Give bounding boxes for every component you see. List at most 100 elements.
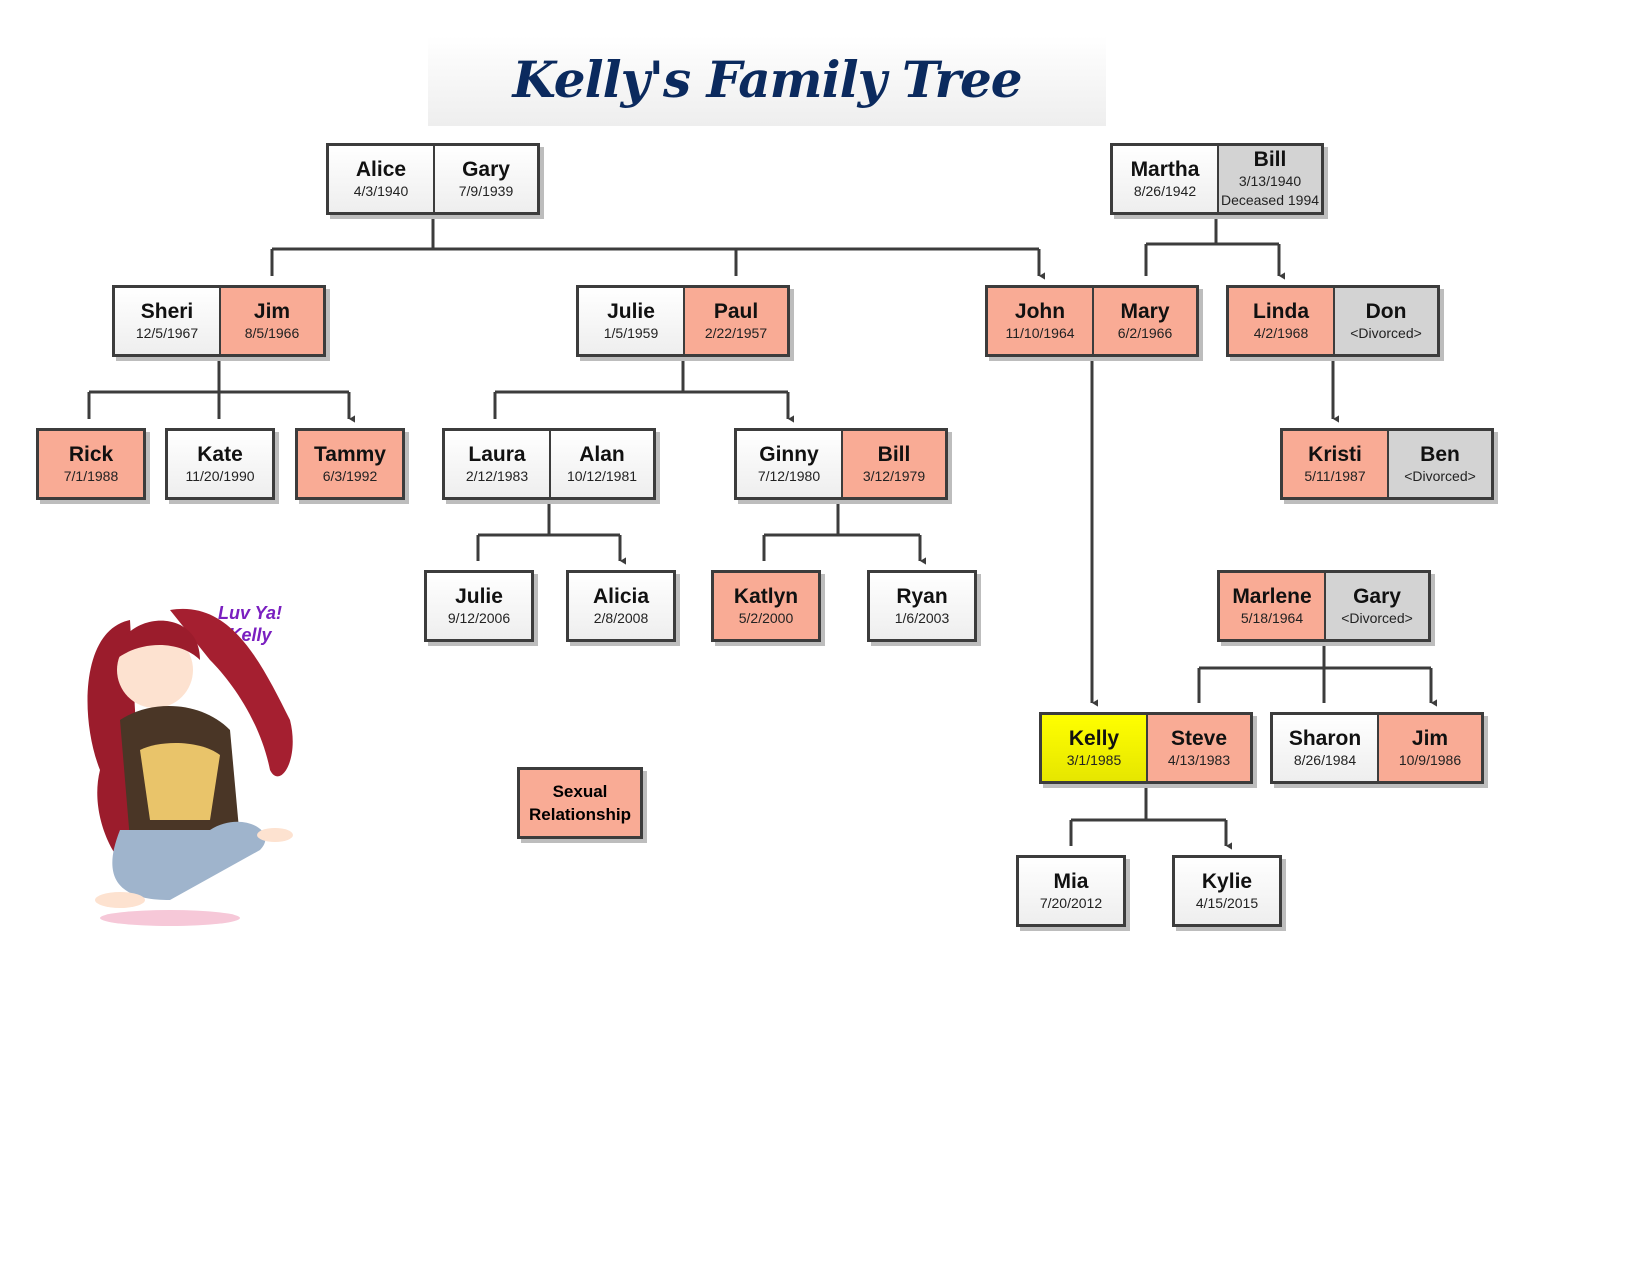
person-name: Sharon: [1288, 726, 1362, 750]
person-note: Deceased 1994: [1220, 192, 1320, 208]
person-date: 3/12/1979: [862, 467, 926, 484]
person-name: Marlene: [1232, 584, 1312, 608]
person-name: Tammy: [314, 442, 386, 466]
person-name: Julie: [607, 299, 655, 323]
person-date: 2/12/1983: [465, 467, 529, 484]
person-name: Alan: [579, 442, 625, 466]
person-date: 4/2/1968: [1253, 324, 1309, 341]
person-name: Jim: [1411, 726, 1449, 750]
person-date: 8/26/1984: [1293, 751, 1357, 768]
person-date: 8/26/1942: [1133, 182, 1197, 199]
legend-line2: Relationship: [528, 805, 631, 824]
person-name: Rick: [68, 442, 114, 466]
person-date: 8/5/1966: [244, 324, 300, 341]
person-name: Gary: [462, 157, 510, 181]
person-date: 4/15/2015: [1195, 894, 1259, 911]
person-date: 10/9/1986: [1398, 751, 1462, 768]
person-name: Katlyn: [733, 584, 799, 608]
person-date: 6/3/1992: [322, 467, 378, 484]
person-date: 7/20/2012: [1039, 894, 1103, 911]
person-date: 6/2/1966: [1117, 324, 1173, 341]
person-ben: Ben<Divorced>: [1387, 431, 1491, 497]
person-date: 5/11/1987: [1304, 467, 1366, 484]
person-date: 2/22/1957: [704, 324, 768, 341]
person-name: Jim: [253, 299, 291, 323]
person-name: John: [1014, 299, 1066, 323]
person-name: Ben: [1420, 442, 1460, 466]
person-name: Sheri: [140, 299, 194, 323]
person-date: 4/3/1940: [353, 182, 409, 199]
person-name: Kate: [197, 442, 243, 466]
person-name: Gary: [1353, 584, 1401, 608]
person-name: Kelly: [1068, 726, 1120, 750]
person-date: 9/12/2006: [447, 609, 511, 626]
person-name: Alice: [355, 157, 407, 181]
person-name: Bill: [1253, 148, 1287, 171]
person-date: 3/13/1940: [1238, 173, 1302, 189]
person-name: Paul: [713, 299, 759, 323]
person-name: Linda: [1253, 299, 1309, 323]
person-name: Mary: [1120, 299, 1170, 323]
person-date: 7/12/1980: [757, 467, 821, 484]
person-date: 4/13/1983: [1167, 751, 1231, 768]
person-name: Steve: [1170, 726, 1228, 750]
person-date: <Divorced>: [1404, 467, 1476, 484]
person-name: Ryan: [896, 584, 948, 608]
person-date: 5/2/2000: [738, 609, 794, 626]
love-note-line1: Luv Ya!: [217, 603, 283, 623]
person-name: Laura: [468, 442, 526, 466]
person-date: 2/8/2008: [593, 609, 649, 626]
person-date: <Divorced>: [1350, 324, 1422, 341]
person-don: Don<Divorced>: [1333, 288, 1437, 354]
person-date: <Divorced>: [1341, 609, 1413, 626]
person-name: Kylie: [1201, 869, 1253, 893]
person-date: 10/12/1981: [566, 467, 638, 484]
person-name: Alicia: [592, 584, 650, 608]
legend-line1: Sexual: [552, 782, 608, 801]
person-name: Julie: [455, 584, 503, 608]
title-banner: Kelly's Family Tree: [428, 36, 1106, 126]
person-name: Bill: [877, 442, 911, 466]
person-date: 3/1/1985: [1066, 751, 1122, 768]
